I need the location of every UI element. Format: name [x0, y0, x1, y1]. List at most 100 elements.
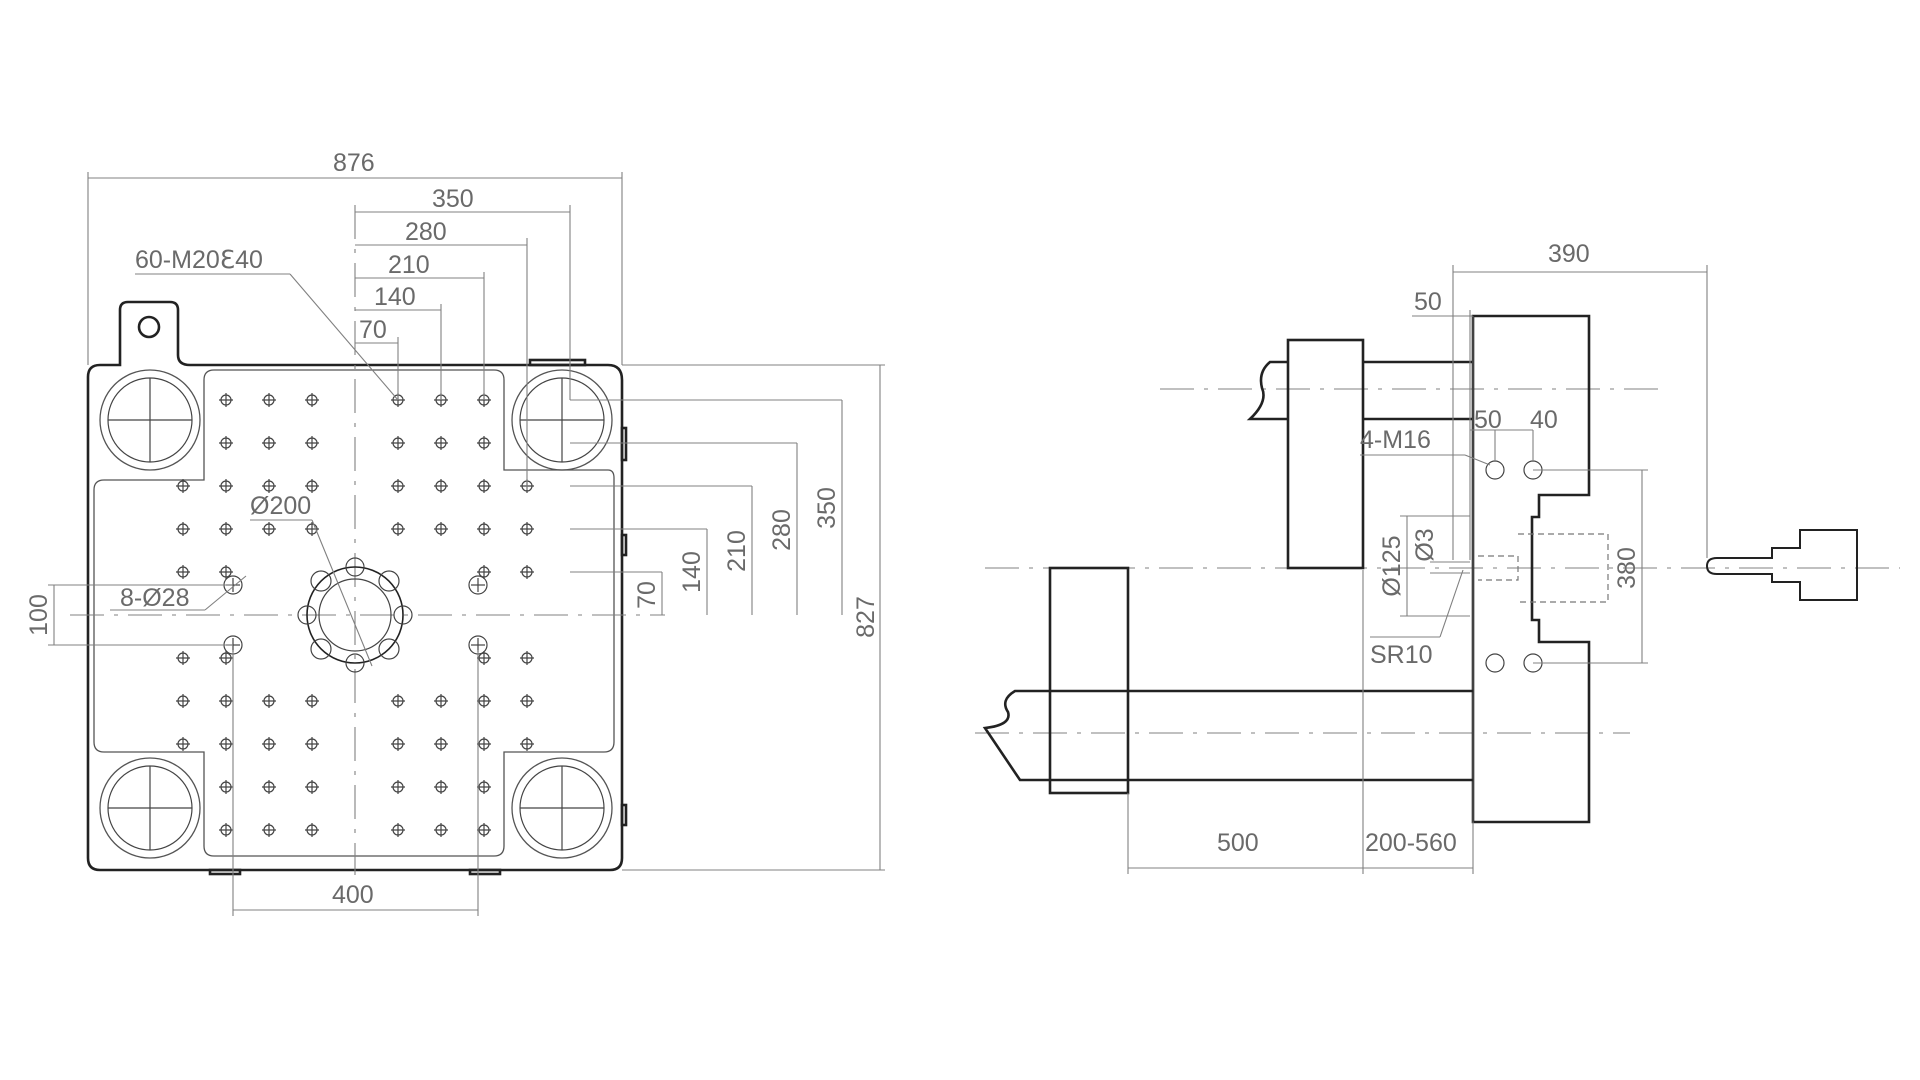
bottom-foot-right	[468, 868, 502, 876]
tapped-hole-crosshair	[305, 522, 319, 536]
moving-platen	[1286, 338, 1365, 570]
tapped-hole-crosshair	[176, 565, 190, 579]
tapped-hole-crosshair	[176, 479, 190, 493]
tie-bar-bottom-right	[511, 757, 613, 859]
fixed-platen	[1471, 314, 1591, 824]
tapped-hole-crosshair	[434, 780, 448, 794]
platen-front-view: 876 350 280 210 140 70 60-M20ℇ40 Ø200 8-…	[25, 149, 885, 916]
tapped-hole-crosshair	[520, 651, 534, 665]
tapped-hole-crosshair	[219, 565, 233, 579]
nozzle-bore-hidden	[1478, 533, 1609, 603]
tapped-hole-grid	[176, 393, 534, 837]
tapped-hole-crosshair	[262, 436, 276, 450]
dim-390: 390	[1548, 240, 1590, 268]
tapped-hole-crosshair	[262, 393, 276, 407]
dim-70: 70	[359, 316, 387, 344]
tapped-hole-crosshair	[262, 522, 276, 536]
tapped-hole-crosshair	[520, 694, 534, 708]
upper-tie-bar	[1246, 360, 1473, 421]
tapped-hole-crosshair	[176, 737, 190, 751]
mounting-area	[93, 369, 615, 857]
dim-100: 100	[25, 594, 53, 636]
side-dimensions	[1127, 265, 1708, 874]
tapped-hole-crosshair	[262, 479, 276, 493]
tapped-hole-crosshair	[219, 823, 233, 837]
tapped-hole-crosshair	[262, 780, 276, 794]
tapped-hole-crosshair	[219, 651, 233, 665]
dim-140: 140	[374, 283, 416, 311]
dim-50-top: 50	[1414, 288, 1442, 316]
tapped-hole-crosshair	[434, 436, 448, 450]
tapped-hole-crosshair	[477, 479, 491, 493]
dim-210: 210	[388, 251, 430, 279]
tapped-hole-crosshair	[391, 694, 405, 708]
platen-dimensions	[48, 172, 885, 916]
side-view: 390 50 50 40 4-M16 Ø125 Ø3 SR10 380 500 …	[975, 240, 1900, 874]
tapped-hole-crosshair	[477, 780, 491, 794]
tapped-hole-crosshair	[305, 823, 319, 837]
tapped-hole-crosshair	[219, 694, 233, 708]
tapped-hole-crosshair	[219, 522, 233, 536]
tapped-hole-crosshair	[305, 393, 319, 407]
tapped-hole-crosshair	[477, 436, 491, 450]
tapped-hole-crosshair	[262, 694, 276, 708]
dim-diameter-3: Ø3	[1411, 528, 1439, 561]
tapped-hole-crosshair	[434, 694, 448, 708]
tapped-hole-crosshair	[219, 780, 233, 794]
dim-sr10: SR10	[1370, 641, 1433, 669]
top-lug	[528, 358, 587, 367]
center-ring-diameter: Ø200	[250, 492, 311, 520]
dim-400: 400	[332, 881, 374, 909]
tapped-hole-crosshair	[434, 823, 448, 837]
bottom-foot-left	[208, 868, 242, 876]
dim-40-holes: 40	[1530, 406, 1558, 434]
tapped-hole-crosshair	[305, 694, 319, 708]
tapped-hole-crosshair	[305, 737, 319, 751]
tapped-hole-crosshair	[219, 436, 233, 450]
tapped-hole-crosshair	[305, 780, 319, 794]
tie-bar-bottom-left	[99, 757, 201, 859]
tapped-hole-crosshair	[477, 651, 491, 665]
dim-350: 350	[432, 185, 474, 213]
tapped-hole-crosshair	[305, 479, 319, 493]
tapped-hole-crosshair	[391, 479, 405, 493]
tapped-hole-crosshair	[520, 522, 534, 536]
dim-v-350: 350	[813, 487, 841, 529]
dim-500: 500	[1217, 829, 1259, 857]
tapped-hole-crosshair	[520, 565, 534, 579]
tapped-hole-crosshair	[434, 522, 448, 536]
tie-bar-top-right	[511, 369, 613, 471]
m16-hole-3	[1485, 653, 1505, 673]
dim-v-70: 70	[633, 581, 661, 609]
dim-diameter-125: Ø125	[1378, 535, 1406, 596]
right-lug-bottom	[620, 803, 628, 827]
dim-200-560: 200-560	[1365, 829, 1457, 857]
tapped-hole-crosshair	[391, 823, 405, 837]
tapped-holes-note: 60-M20ℇ40	[135, 246, 263, 274]
right-lug-mid	[620, 533, 628, 557]
tapped-hole-crosshair	[219, 393, 233, 407]
dim-827: 827	[852, 596, 880, 638]
tapped-hole-crosshair	[391, 436, 405, 450]
tapped-hole-crosshair	[219, 479, 233, 493]
tapped-hole-crosshair	[434, 737, 448, 751]
tapped-hole-crosshair	[477, 565, 491, 579]
lower-tie-bar	[982, 689, 1473, 782]
tapped-hole-crosshair	[477, 522, 491, 536]
tapped-hole-crosshair	[391, 522, 405, 536]
tapped-hole-crosshair	[477, 737, 491, 751]
locating-ring	[297, 557, 413, 673]
dim-v-140: 140	[678, 551, 706, 593]
tapped-hole-crosshair	[477, 823, 491, 837]
dim-v-280: 280	[768, 509, 796, 551]
platen-outline	[86, 300, 624, 872]
thread-holes-note: 4-M16	[1360, 426, 1431, 454]
dim-280: 280	[405, 218, 447, 246]
tapped-hole-crosshair	[305, 436, 319, 450]
dim-380: 380	[1613, 547, 1641, 589]
dim-50-holes: 50	[1474, 406, 1502, 434]
carriage-block	[1048, 566, 1130, 795]
tapped-hole-crosshair	[176, 694, 190, 708]
tapped-hole-crosshair	[391, 780, 405, 794]
